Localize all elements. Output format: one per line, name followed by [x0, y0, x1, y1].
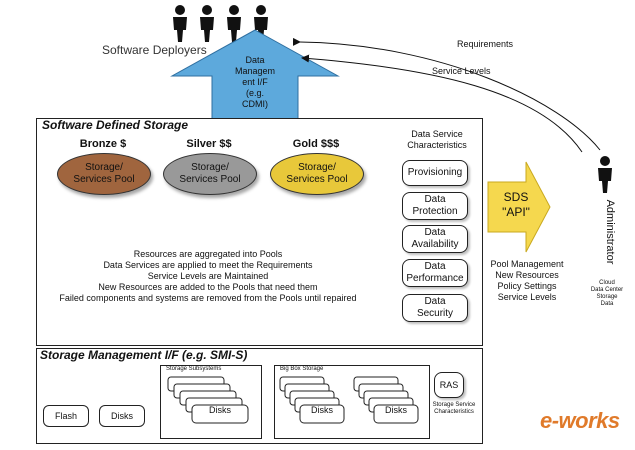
requirements-label: Requirements: [457, 39, 514, 49]
deployer-figures: [173, 5, 268, 42]
pool-management-list: Pool Management New Resources Policy Set…: [490, 259, 564, 302]
big-box-disks-label-a: Disks: [311, 405, 333, 415]
deployers-label: Software Deployers: [102, 43, 207, 57]
smi-title: Storage Management I/F (e.g. SMI-S): [40, 348, 248, 362]
administrator-notes: Cloud Data Center Storage Data: [590, 280, 624, 307]
sds-title: Software Defined Storage: [42, 118, 189, 132]
service-levels-arrow: [301, 54, 583, 153]
big-box-disk-stacks: [279, 376, 419, 424]
ras-box: RAS: [434, 372, 464, 398]
ras-note: Storage Service Characteristics: [432, 402, 476, 415]
service-levels-label: Service Levels: [432, 66, 491, 76]
tier-gold-label: Gold $$$: [292, 138, 340, 150]
storage-subsystems-title: Storage Subsystems: [166, 366, 222, 372]
sds-api-label: SDS "API": [502, 190, 530, 219]
subsystem-disk-stack: [167, 376, 249, 424]
big-box-disks-label-b: Disks: [385, 405, 407, 415]
person-icon: [173, 5, 187, 42]
subsystem-disks-label: Disks: [209, 405, 231, 415]
tier-bronze-label: Bronze $: [79, 138, 127, 150]
requirements-arrow: [292, 37, 601, 151]
tier-silver-label: Silver $$: [186, 138, 232, 150]
bronze-pool: Storage/Services Pool: [57, 153, 151, 195]
watermark-logo: e-works: [540, 408, 620, 433]
sds-api-arrow: [487, 161, 551, 253]
sds-statements: Resources are aggregated into Pools Data…: [59, 249, 357, 303]
disks-storage: Disks: [99, 405, 145, 427]
gold-pool: Storage/Services Pool: [270, 153, 364, 195]
data-management-label: Data Managem ent I/F (e.g. CDMI): [234, 55, 276, 109]
big-box-storage-title: Big Box Storage: [280, 366, 324, 372]
characteristic-provisioning: Provisioning: [402, 160, 468, 186]
silver-pool: Storage/Services Pool: [163, 153, 257, 195]
characteristics-title: Data Service Characteristics: [407, 129, 467, 150]
administrator-icon: [598, 156, 612, 193]
flash-storage: Flash: [43, 405, 89, 427]
administrator-label: Administrator: [604, 199, 616, 265]
